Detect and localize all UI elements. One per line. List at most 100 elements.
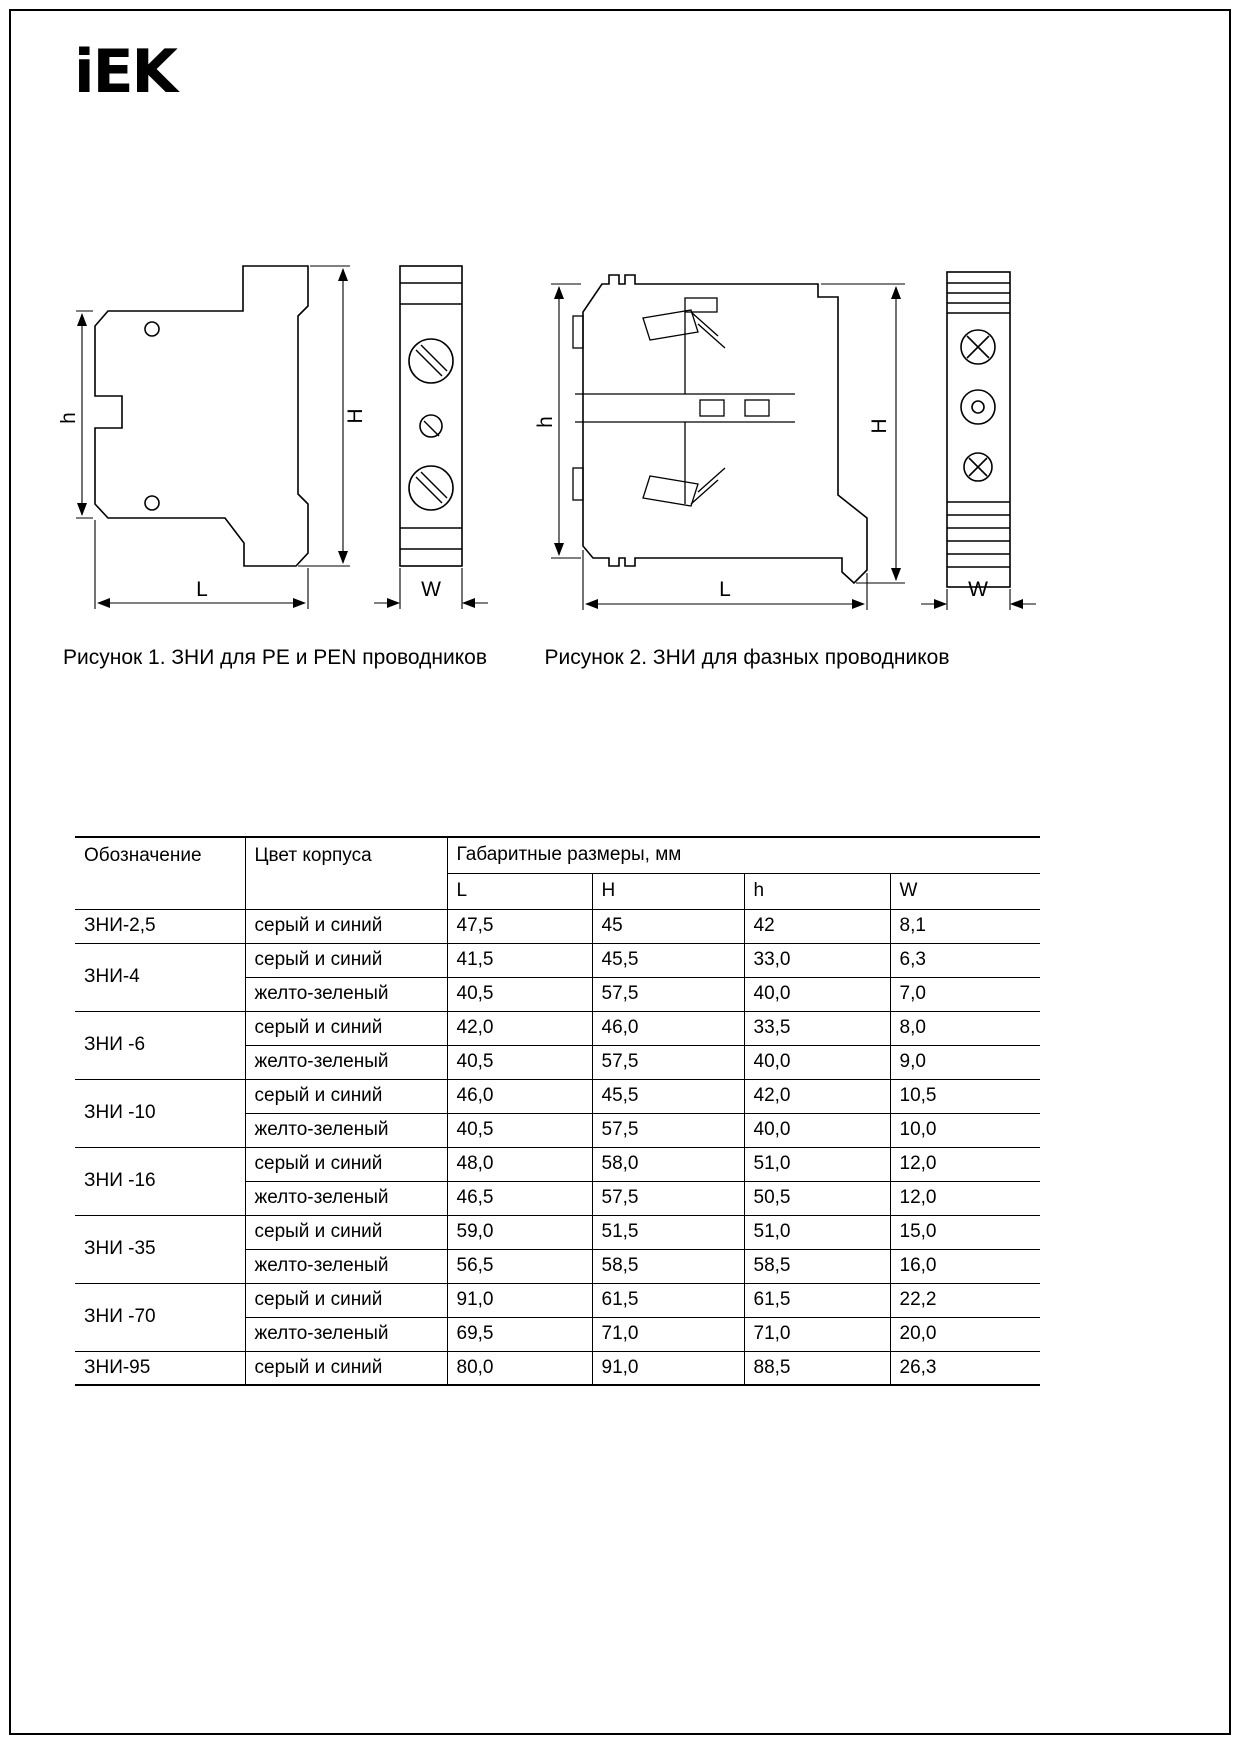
dimension-value-cell: 71,0 [743, 1316, 890, 1351]
dimension-value-cell: 6,3 [889, 942, 1040, 977]
dimension-value-cell: 45 [591, 908, 744, 943]
figure2-technical-drawing: h H L W [535, 271, 1036, 610]
dimension-value-cell: 40,5 [446, 1044, 592, 1079]
figure1-dimension-lines [76, 265, 488, 609]
body-color-cell: желто-зеленый [244, 1044, 447, 1079]
dimension-value-cell: 88,5 [743, 1350, 890, 1385]
body-color-cell: серый и синий [244, 1010, 447, 1045]
dimension-value-cell: 61,5 [591, 1282, 744, 1317]
dimension-value-cell: 15,0 [889, 1214, 1040, 1249]
dimension-value-cell: 42 [743, 908, 890, 943]
dimension-value-cell: 45,5 [591, 1078, 744, 1113]
figure1-dim-label-L: L [196, 578, 208, 601]
body-color-cell: желто-зеленый [244, 1112, 447, 1147]
figure2-front-view [946, 271, 1011, 588]
figure1-front-view [399, 265, 463, 567]
figure1-side-view [94, 265, 309, 567]
dimension-value-cell: 16,0 [889, 1248, 1040, 1283]
dimension-value-cell: 48,0 [446, 1146, 592, 1181]
dimension-value-cell: 40,0 [743, 976, 890, 1011]
body-color-cell: серый и синий [244, 942, 447, 977]
body-color-cell: желто-зеленый [244, 1316, 447, 1351]
dimension-value-cell: 10,0 [889, 1112, 1040, 1147]
dimension-value-cell: 57,5 [591, 1044, 744, 1079]
body-color-cell: серый и синий [244, 1214, 447, 1249]
dimension-value-cell: 50,5 [743, 1180, 890, 1215]
dimension-value-cell: 41,5 [446, 942, 592, 977]
dimension-value-cell: 33,0 [743, 942, 890, 977]
dimension-value-cell: 59,0 [446, 1214, 592, 1249]
dimension-value-cell: 56,5 [446, 1248, 592, 1283]
dimensions-group-header: Габаритные размеры, мм [446, 837, 1040, 873]
iek-logo: iEK [74, 37, 178, 107]
table-subheader-row: L H h W [75, 872, 1040, 909]
dimension-value-cell: 58,5 [743, 1248, 890, 1283]
dimension-value-cell: 71,0 [591, 1316, 744, 1351]
designation-cell: ЗНИ -70 [75, 1282, 245, 1351]
dimension-column-header-W: W [889, 872, 1040, 909]
body-color-cell: серый и синий [244, 1350, 447, 1385]
figure1-dim-label-W: W [421, 578, 441, 601]
dimension-value-cell: 80,0 [446, 1350, 592, 1385]
dimension-value-cell: 20,0 [889, 1316, 1040, 1351]
figure2-dim-label-L: L [719, 578, 731, 601]
figure1-caption: Рисунок 1. ЗНИ для PE и PEN проводников [62, 646, 487, 669]
dimension-value-cell: 57,5 [591, 976, 744, 1011]
body-color-cell: серый и синий [244, 1282, 447, 1317]
dimension-value-cell: 51,0 [743, 1146, 890, 1181]
designation-cell: ЗНИ-95 [75, 1350, 245, 1385]
dimension-value-cell: 40,5 [446, 976, 592, 1011]
dimension-value-cell: 47,5 [446, 908, 592, 943]
dimension-value-cell: 40,0 [743, 1112, 890, 1147]
dimension-value-cell: 51,0 [743, 1214, 890, 1249]
dimension-value-cell: 46,0 [446, 1078, 592, 1113]
dimension-value-cell: 8,1 [889, 908, 1040, 943]
dimension-value-cell: 42,0 [743, 1078, 890, 1113]
dimension-value-cell: 58,0 [591, 1146, 744, 1181]
figure1-dim-label-h: h [60, 412, 80, 424]
dimension-value-cell: 46,0 [591, 1010, 744, 1045]
dimension-value-cell: 57,5 [591, 1180, 744, 1215]
designation-cell: ЗНИ -16 [75, 1146, 245, 1215]
dimension-value-cell: 7,0 [889, 976, 1040, 1011]
body-color-column-header: Цвет корпуса [244, 837, 447, 909]
dimension-value-cell: 91,0 [591, 1350, 744, 1385]
dimension-value-cell: 26,3 [889, 1350, 1040, 1385]
dimension-value-cell: 46,5 [446, 1180, 592, 1215]
dimension-value-cell: 12,0 [889, 1180, 1040, 1215]
dimension-value-cell: 42,0 [446, 1010, 592, 1045]
dimension-value-cell: 61,5 [743, 1282, 890, 1317]
designation-cell: ЗНИ -35 [75, 1214, 245, 1283]
dimension-value-cell: 91,0 [446, 1282, 592, 1317]
body-color-cell: серый и синий [244, 1146, 447, 1181]
dimension-value-cell: 40,5 [446, 1112, 592, 1147]
designation-cell: ЗНИ -10 [75, 1078, 245, 1147]
body-color-cell: желто-зеленый [244, 1180, 447, 1215]
dimension-value-cell: 40,0 [743, 1044, 890, 1079]
dimension-value-cell: 51,5 [591, 1214, 744, 1249]
figure2-dim-label-W: W [968, 578, 988, 601]
figure2-dim-label-h: h [535, 416, 557, 428]
designation-column-header: Обозначение [84, 845, 202, 866]
dimension-column-header-H: H [591, 872, 744, 909]
body-color-cell: серый и синий [244, 908, 447, 943]
dimension-value-cell: 9,0 [889, 1044, 1040, 1079]
dimension-value-cell: 12,0 [889, 1146, 1040, 1181]
dimension-value-cell: 33,5 [743, 1010, 890, 1045]
figure1-dim-label-H: H [344, 408, 367, 423]
dimension-value-cell: 22,2 [889, 1282, 1040, 1317]
screw-slot-lines [415, 344, 448, 504]
body-color-cell: серый и синий [244, 1078, 447, 1113]
figure2-dimension-lines [551, 283, 1036, 610]
dimension-value-cell: 10,5 [889, 1078, 1040, 1113]
body-color-cell: желто-зеленый [244, 976, 447, 1011]
